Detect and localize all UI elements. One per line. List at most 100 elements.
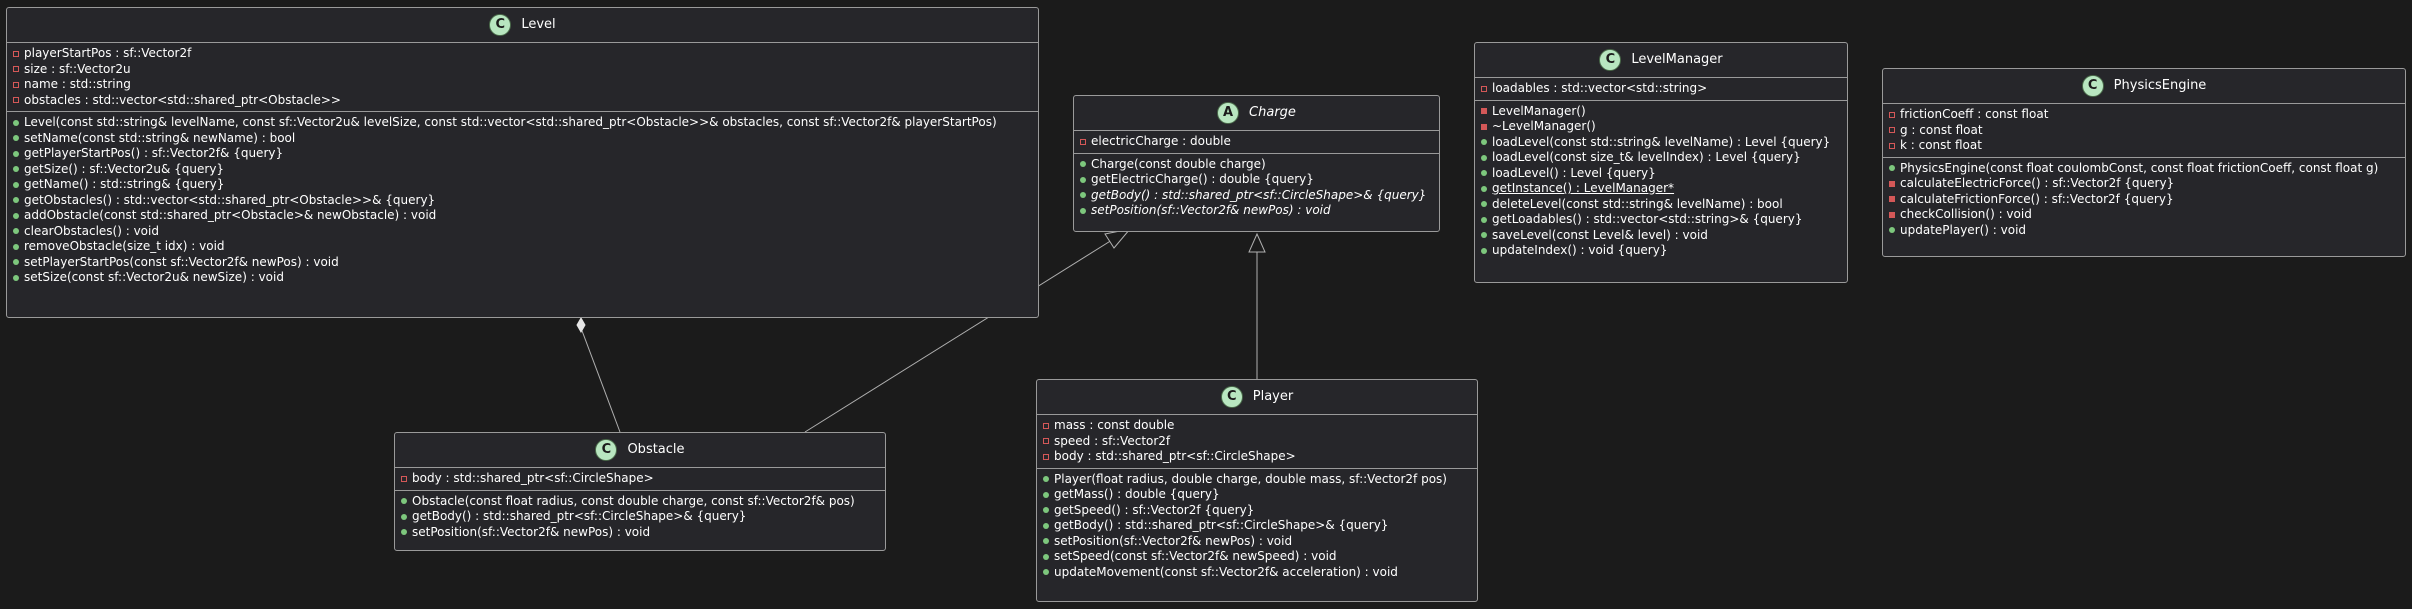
member-text: setPosition(sf::Vector2f& newPos) : void bbox=[1091, 203, 1331, 217]
class-header: C Level bbox=[7, 8, 1038, 43]
member-text: Player(float radius, double charge, doub… bbox=[1054, 471, 1447, 486]
class-method: removeObstacle(size_t idx) : void bbox=[13, 239, 1038, 255]
public-visibility-icon bbox=[1481, 247, 1487, 254]
class-name: PhysicsEngine bbox=[2113, 78, 2207, 94]
public-visibility-icon bbox=[13, 274, 19, 281]
member-text: clearObstacles() : void bbox=[24, 223, 159, 238]
class-method: getBody() : std::shared_ptr<sf::CircleSh… bbox=[401, 509, 885, 525]
public-visibility-icon bbox=[1481, 232, 1487, 239]
class-method: setSpeed(const sf::Vector2f& newSpeed) :… bbox=[1043, 549, 1477, 565]
public-visibility-icon bbox=[1080, 192, 1086, 199]
member-text: getSpeed() : sf::Vector2f {query} bbox=[1054, 502, 1255, 517]
member-text: addObstacle(const std::shared_ptr<Obstac… bbox=[24, 208, 437, 222]
class-attribute: electricCharge : double bbox=[1080, 134, 1439, 150]
member-text: LevelManager() bbox=[1492, 103, 1586, 118]
class-header: C Obstacle bbox=[395, 433, 885, 468]
member-text: getElectricCharge() : double {query} bbox=[1091, 172, 1314, 186]
member-text: Charge(const double charge) bbox=[1091, 156, 1266, 171]
member-text: loadLevel(const std::string& levelName) … bbox=[1492, 134, 1831, 149]
member-text: getInstance() : LevelManager* bbox=[1492, 181, 1675, 195]
inheritance-arrow-player bbox=[1248, 232, 1266, 253]
class-charge: A Charge electricCharge : double Charge(… bbox=[1073, 95, 1440, 232]
public-visibility-icon bbox=[13, 150, 19, 157]
class-method: updateMovement(const sf::Vector2f& accel… bbox=[1043, 565, 1477, 581]
member-text: electricCharge : double bbox=[1091, 134, 1231, 148]
class-method: getMass() : double {query} bbox=[1043, 487, 1477, 503]
private-visibility-icon bbox=[13, 81, 19, 88]
class-stereotype-icon: C bbox=[489, 14, 512, 36]
class-method: setPlayerStartPos(const sf::Vector2f& ne… bbox=[13, 255, 1038, 271]
public-visibility-icon bbox=[1889, 227, 1895, 234]
class-method: Player(float radius, double charge, doub… bbox=[1043, 472, 1477, 488]
class-method: getName() : std::string& {query} bbox=[13, 177, 1038, 193]
private-visibility-icon bbox=[1043, 422, 1049, 429]
member-text: getBody() : std::shared_ptr<sf::CircleSh… bbox=[1054, 518, 1389, 532]
attribute-section: body : std::shared_ptr<sf::CircleShape> bbox=[395, 468, 885, 491]
member-text: getMass() : double {query} bbox=[1054, 487, 1220, 501]
private-visibility-icon bbox=[13, 50, 19, 57]
public-visibility-icon bbox=[1043, 553, 1049, 560]
class-method: setPosition(sf::Vector2f& newPos) : void bbox=[1043, 534, 1477, 550]
class-method: Charge(const double charge) bbox=[1080, 157, 1439, 173]
member-text: getSize() : sf::Vector2u& {query} bbox=[24, 161, 225, 176]
member-text: ~LevelManager() bbox=[1492, 119, 1596, 133]
class-method: getSize() : sf::Vector2u& {query} bbox=[13, 162, 1038, 178]
member-text: calculateElectricForce() : sf::Vector2f … bbox=[1900, 176, 2175, 190]
class-attribute: loadables : std::vector<std::string> bbox=[1481, 81, 1847, 97]
method-section: Charge(const double charge)getElectricCh… bbox=[1074, 154, 1439, 222]
public-visibility-icon bbox=[13, 259, 19, 266]
private-visibility-icon bbox=[1043, 453, 1049, 460]
private-visibility-icon bbox=[1043, 438, 1049, 445]
public-visibility-icon bbox=[1889, 165, 1895, 172]
member-text: deleteLevel(const std::string& levelName… bbox=[1492, 196, 1783, 211]
class-physicsengine: C PhysicsEngine frictionCoeff : const fl… bbox=[1882, 68, 2406, 257]
class-attribute: mass : const double bbox=[1043, 418, 1477, 434]
attribute-section: electricCharge : double bbox=[1074, 131, 1439, 154]
public-visibility-icon bbox=[401, 529, 407, 536]
class-method: getInstance() : LevelManager* bbox=[1481, 181, 1847, 197]
class-method: LevelManager() bbox=[1481, 104, 1847, 120]
member-text: speed : sf::Vector2f bbox=[1054, 433, 1171, 448]
public-visibility-icon bbox=[1481, 170, 1487, 177]
private-visibility-icon bbox=[13, 97, 19, 104]
member-text: setPosition(sf::Vector2f& newPos) : void bbox=[1054, 533, 1293, 548]
member-text: calculateFrictionForce() : sf::Vector2f … bbox=[1900, 191, 2174, 206]
public-visibility-icon bbox=[13, 228, 19, 235]
member-text: Obstacle(const float radius, const doubl… bbox=[412, 493, 855, 508]
private-visibility-icon bbox=[1481, 85, 1487, 92]
public-visibility-icon bbox=[401, 498, 407, 505]
method-section: Player(float radius, double charge, doub… bbox=[1037, 469, 1477, 584]
private-visibility-icon bbox=[1481, 108, 1487, 115]
member-text: getName() : std::string& {query} bbox=[24, 177, 225, 191]
method-section: Level(const std::string& levelName, cons… bbox=[7, 112, 1038, 289]
member-text: saveLevel(const Level& level) : void bbox=[1492, 227, 1708, 242]
public-visibility-icon bbox=[1481, 154, 1487, 161]
private-visibility-icon bbox=[13, 66, 19, 73]
class-attribute: obstacles : std::vector<std::shared_ptr<… bbox=[13, 93, 1038, 109]
method-section: Obstacle(const float radius, const doubl… bbox=[395, 491, 885, 544]
public-visibility-icon bbox=[1481, 139, 1487, 146]
class-method: getSpeed() : sf::Vector2f {query} bbox=[1043, 503, 1477, 519]
member-text: getLoadables() : std::vector<std::string… bbox=[1492, 212, 1803, 226]
composition-diamond bbox=[576, 316, 586, 334]
class-stereotype-icon: C bbox=[1220, 386, 1243, 408]
class-attribute: body : std::shared_ptr<sf::CircleShape> bbox=[1043, 449, 1477, 465]
class-name: LevelManager bbox=[1631, 52, 1723, 68]
class-method: loadLevel() : Level {query} bbox=[1481, 166, 1847, 182]
attribute-section: loadables : std::vector<std::string> bbox=[1475, 78, 1847, 101]
class-attribute: name : std::string bbox=[13, 77, 1038, 93]
class-attribute: k : const float bbox=[1889, 138, 2405, 154]
class-stereotype-icon: C bbox=[595, 439, 618, 461]
class-header: C Player bbox=[1037, 380, 1477, 415]
member-text: g : const float bbox=[1900, 122, 1983, 137]
class-method: getLoadables() : std::vector<std::string… bbox=[1481, 212, 1847, 228]
private-visibility-icon bbox=[1889, 142, 1895, 149]
member-text: getBody() : std::shared_ptr<sf::CircleSh… bbox=[1091, 187, 1427, 202]
class-header: C PhysicsEngine bbox=[1883, 69, 2405, 104]
class-method: updatePlayer() : void bbox=[1889, 223, 2405, 239]
class-method: updateIndex() : void {query} bbox=[1481, 243, 1847, 259]
public-visibility-icon bbox=[13, 135, 19, 142]
